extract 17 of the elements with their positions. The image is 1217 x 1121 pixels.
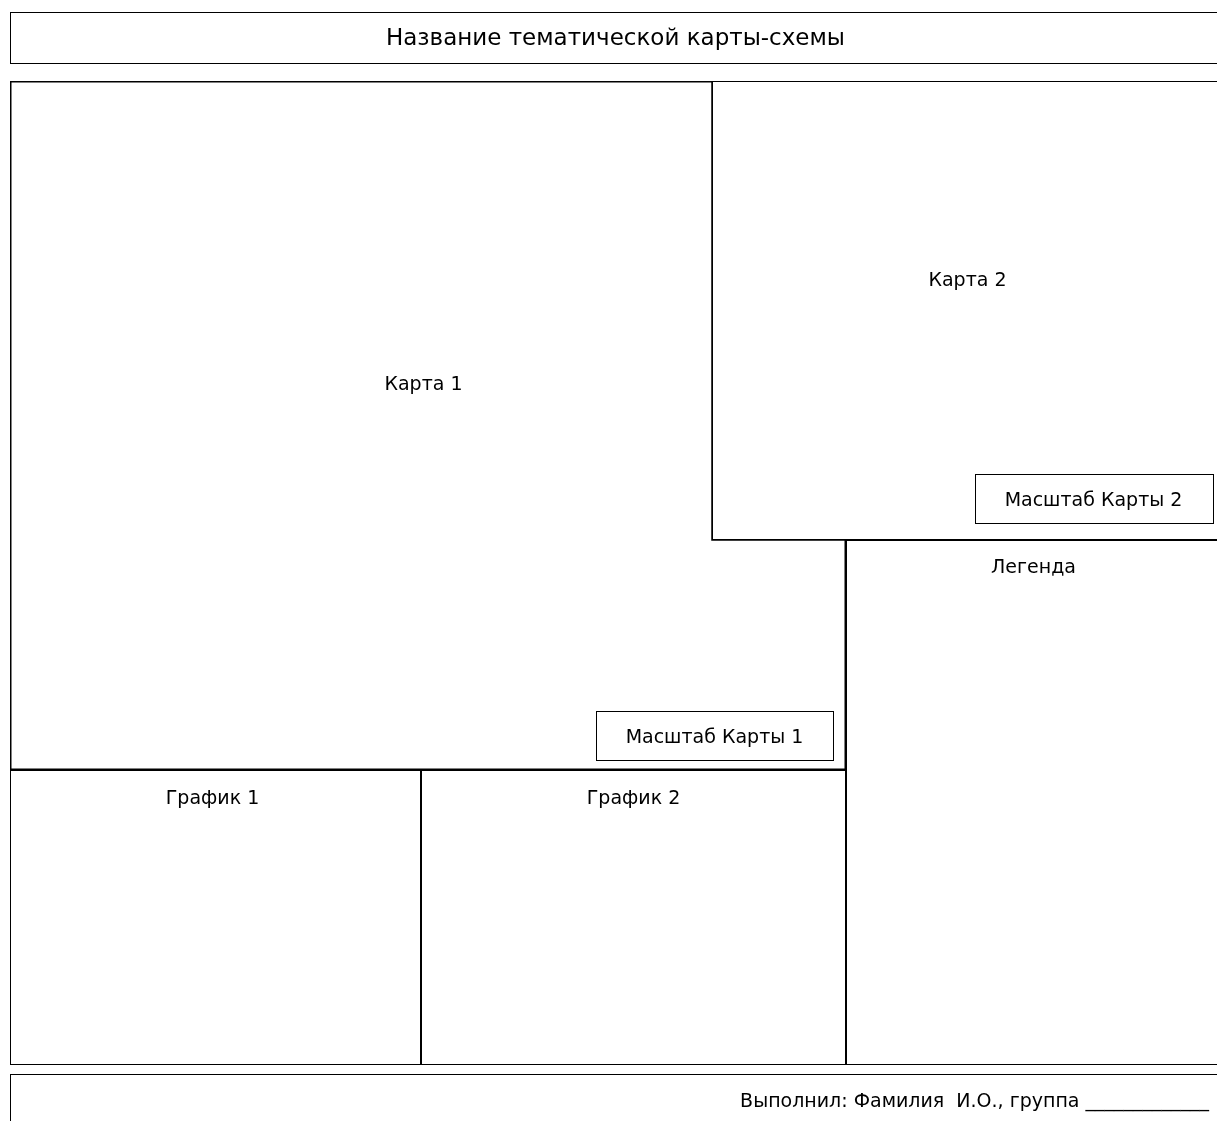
panel-title: Легенда bbox=[991, 553, 1076, 578]
chart-panel bbox=[10, 770, 421, 1065]
panel-title: График 1 bbox=[165, 784, 260, 809]
panel-title: Карта 2 bbox=[928, 266, 1007, 291]
panel-title: График 2 bbox=[586, 784, 681, 809]
scale-label: Масштаб Карты 1 bbox=[625, 723, 804, 748]
map-panel bbox=[10, 81, 846, 770]
title-text: Название тематической карты-схемы bbox=[386, 23, 845, 52]
scale-box bbox=[975, 474, 1214, 524]
legend-panel bbox=[846, 540, 1217, 1065]
scale-label: Масштаб Карты 2 bbox=[1004, 486, 1183, 511]
chart-panel bbox=[421, 770, 846, 1065]
signature-text: Выполнил: Фамилия И.О., группа _____________ bbox=[740, 1087, 1209, 1112]
title-box bbox=[10, 12, 1217, 64]
map-panel bbox=[712, 81, 1217, 540]
scale-box bbox=[596, 711, 834, 761]
panel-title: Карта 1 bbox=[384, 370, 463, 395]
